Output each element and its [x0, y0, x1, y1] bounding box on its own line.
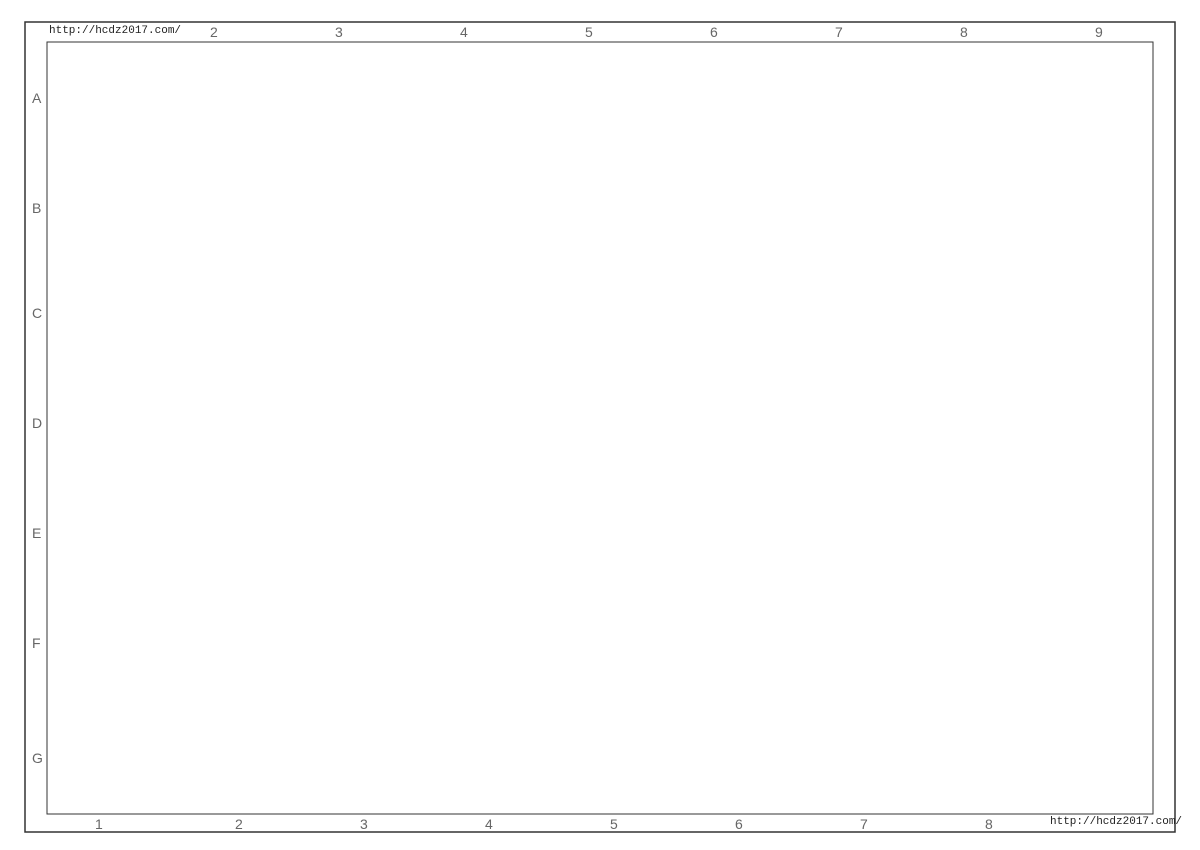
- zone-side-f: F: [32, 635, 41, 651]
- zone-top-9: 9: [1095, 24, 1103, 40]
- zone-side-b: B: [32, 200, 42, 216]
- zone-top-7: 7: [835, 24, 843, 40]
- zone-bottom-7: 7: [860, 816, 868, 832]
- zone-top-2: 2: [210, 24, 218, 40]
- zone-side-a: A: [32, 90, 42, 106]
- zone-bottom-5: 5: [610, 816, 618, 832]
- zone-bottom-1: 1: [95, 816, 103, 832]
- zone-top-4: 4: [460, 24, 468, 40]
- zone-bottom-3: 3: [360, 816, 368, 832]
- zone-top-6: 6: [710, 24, 718, 40]
- zone-side-g: G: [32, 750, 43, 766]
- zone-top-3: 3: [335, 24, 343, 40]
- zone-bottom-4: 4: [485, 816, 493, 832]
- zone-bottom-2: 2: [235, 816, 243, 832]
- zone-side-d: D: [32, 415, 43, 431]
- zone-top-5: 5: [585, 24, 593, 40]
- outer-border: [24, 21, 1176, 833]
- zone-side-e: E: [32, 525, 42, 541]
- zone-bottom-8: 8: [985, 816, 993, 832]
- url-bottom: http://hcdz2017.com/: [1050, 816, 1183, 828]
- zone-side-c: C: [32, 305, 43, 321]
- zone-bottom-6: 6: [735, 816, 743, 832]
- zone-top-8: 8: [960, 24, 968, 40]
- inner-border: [46, 41, 1154, 815]
- url-top: http://hcdz2017.com/: [49, 25, 182, 37]
